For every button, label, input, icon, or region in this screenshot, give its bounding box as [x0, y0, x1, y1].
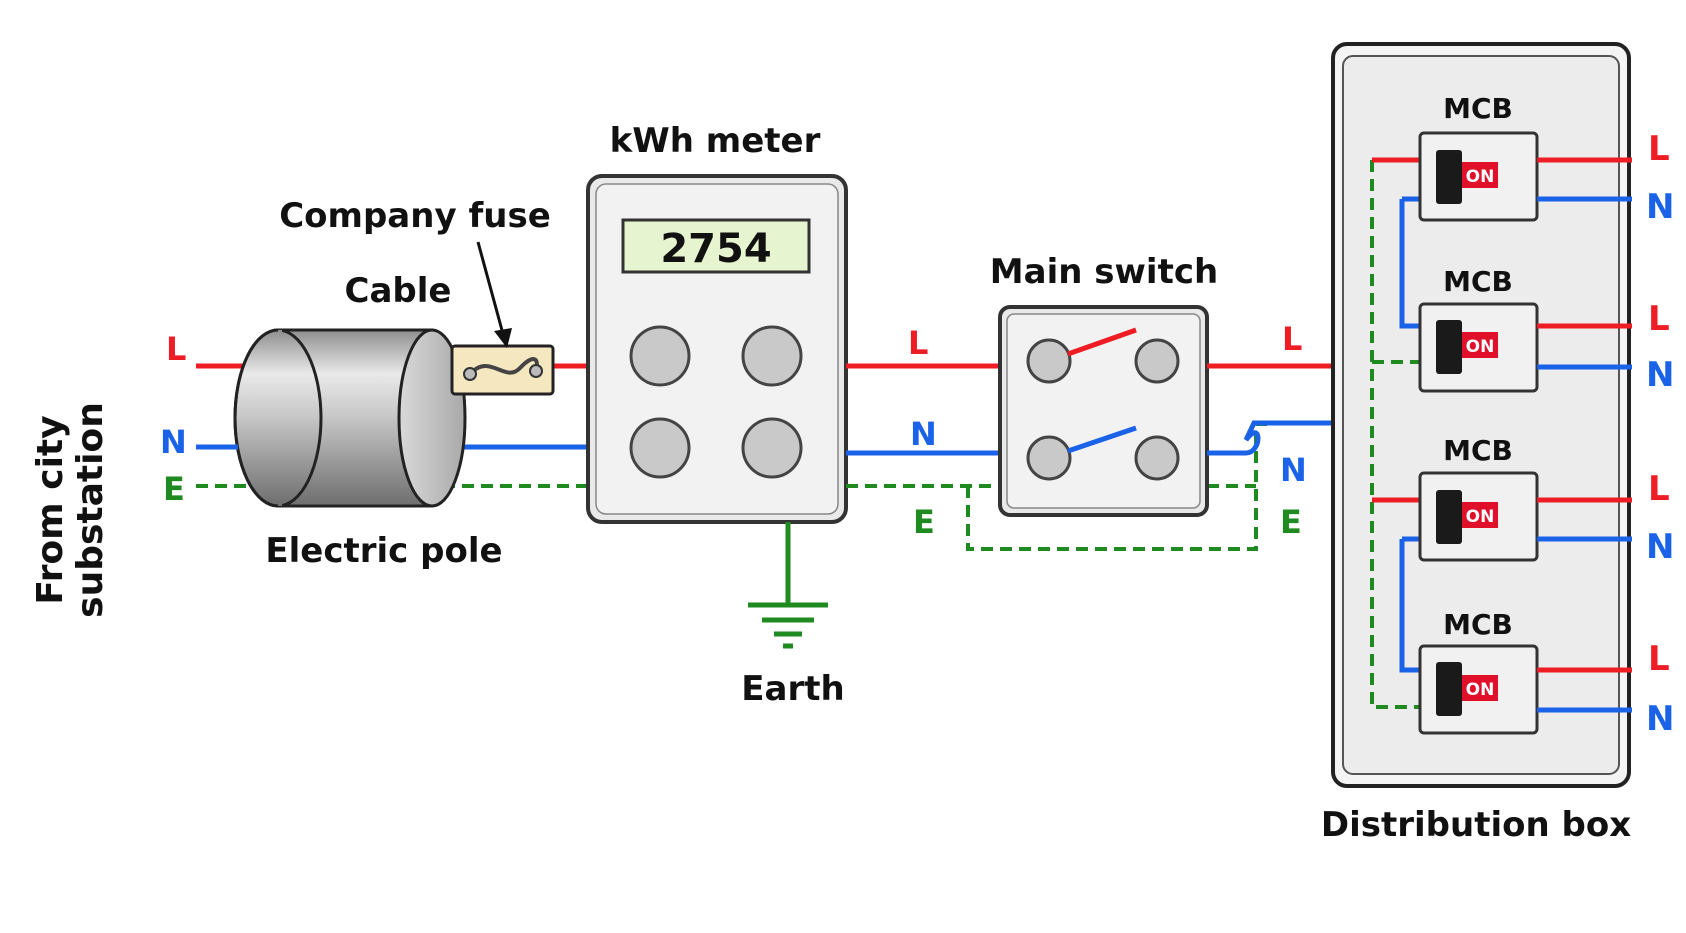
mcb-label: MCB — [1443, 434, 1513, 467]
mcb-toggle[interactable] — [1436, 150, 1462, 204]
wire-letter-earth-mid: E — [913, 503, 935, 541]
wire-letter-live-mid: L — [908, 324, 928, 362]
earth-bus — [1370, 160, 1420, 709]
neutral-bus-lower — [1399, 539, 1420, 673]
mcb-on-badge — [1462, 675, 1498, 701]
mcb-state: ON — [1466, 167, 1495, 187]
wire-letter-neutral-mid: N — [910, 415, 937, 453]
source-label: From city substation — [30, 402, 111, 618]
mcb-wire-letter-neutral: N — [1646, 355, 1674, 395]
switch-terminal — [1026, 338, 1072, 384]
wire-letter-earth-out: E — [1280, 503, 1302, 541]
neutral-bus-upper — [1399, 199, 1420, 329]
mcb-wire-letter-neutral: N — [1646, 527, 1674, 567]
mcb-on-badge — [1462, 332, 1498, 358]
switch-terminal — [1134, 338, 1180, 384]
kwh-meter-label: kWh meter — [610, 121, 821, 161]
wire-letter-earth-in: E — [163, 470, 185, 508]
company-fuse-label: Company fuse — [279, 196, 551, 236]
meter-display — [621, 218, 811, 274]
mcb-wire-letter-neutral: N — [1646, 187, 1674, 227]
mcb-wire-letter-live: L — [1648, 299, 1670, 339]
mcb-label: MCB — [1443, 92, 1513, 125]
meter-terminal — [629, 417, 691, 479]
mcb-label: MCB — [1443, 608, 1513, 641]
mcb-wire-letter-neutral: N — [1646, 699, 1674, 739]
wire-letter-live-out: L — [1282, 320, 1302, 358]
source-label-line1: From city — [30, 415, 71, 604]
electric-pole-label: Electric pole — [265, 531, 502, 571]
distribution-box-label: Distribution box — [1321, 805, 1631, 845]
mcb-toggle[interactable] — [1436, 662, 1462, 716]
mcb-state: ON — [1466, 337, 1495, 357]
mcb-3[interactable]: MCB ON L N — [1418, 434, 1674, 567]
mcb-state: ON — [1466, 680, 1495, 700]
fuse-pointer-arrow — [476, 241, 512, 348]
meter-reading: 2754 — [660, 226, 771, 272]
cable-cylinder — [233, 328, 467, 508]
main-switch-label: Main switch — [990, 252, 1218, 292]
mcb-4[interactable]: MCB ON L N — [1418, 608, 1674, 739]
mcb-wire-letter-live: L — [1648, 469, 1670, 509]
earth-symbol — [748, 522, 828, 649]
meter-terminal — [741, 417, 803, 479]
switch-terminal — [1134, 435, 1180, 481]
wire-letter-neutral-in: N — [160, 423, 187, 461]
mcb-state: ON — [1466, 507, 1495, 527]
mcb-toggle[interactable] — [1436, 320, 1462, 374]
mcb-2[interactable]: MCB ON L N — [1418, 265, 1674, 395]
switch-blade-neutral — [1067, 425, 1137, 454]
earth-label: Earth — [741, 669, 844, 709]
kwh-meter: 2754 — [586, 174, 848, 524]
meter-terminal — [629, 325, 691, 387]
wire-letter-live-in: L — [166, 330, 186, 368]
mcb-1[interactable]: MCB ON L N — [1418, 92, 1674, 227]
cable-label: Cable — [345, 271, 452, 311]
main-switch[interactable] — [998, 305, 1209, 517]
switch-blade-live — [1067, 327, 1137, 357]
company-fuse — [450, 344, 555, 396]
mcb-on-badge — [1462, 162, 1498, 188]
switch-terminal — [1026, 435, 1072, 481]
mcb-label: MCB — [1443, 265, 1513, 298]
distribution-box — [1331, 42, 1631, 788]
mcb-wire-letter-live: L — [1648, 639, 1670, 679]
mcb-wire-letter-live: L — [1648, 129, 1670, 169]
mcb-toggle[interactable] — [1436, 490, 1462, 544]
mcb-on-badge — [1462, 502, 1498, 528]
source-label-line2: substation — [70, 402, 111, 618]
meter-terminal — [741, 325, 803, 387]
neutral-wire-switch-dist — [1207, 420, 1342, 456]
wire-letter-neutral-out: N — [1280, 451, 1307, 489]
